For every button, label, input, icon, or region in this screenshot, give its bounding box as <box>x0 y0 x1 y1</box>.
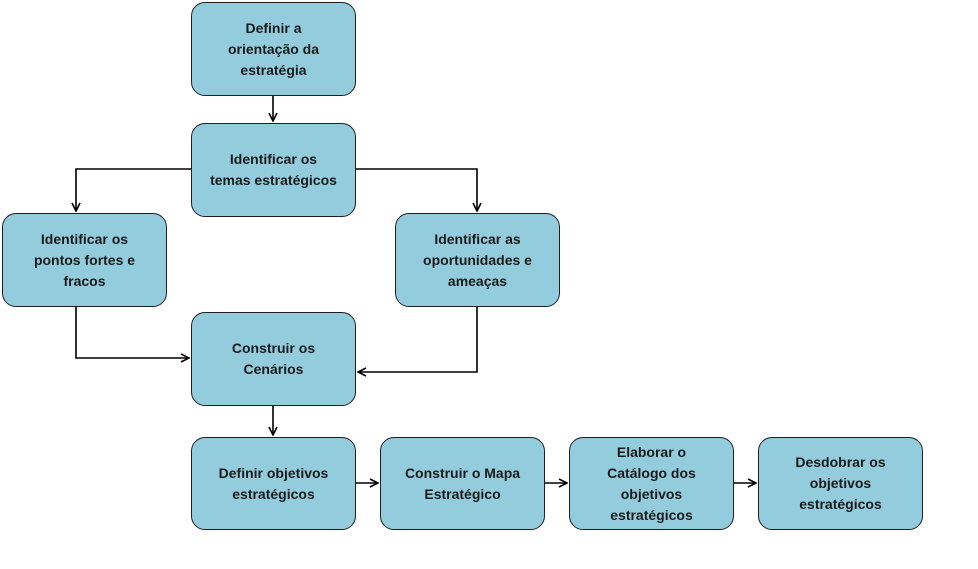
node-desdobrar-objetivos: Desdobrar os objetivos estratégicos <box>758 437 923 530</box>
node-identificar-oportunidades: Identificar as oportunidades e ameaças <box>395 213 560 307</box>
node-elaborar-catalogo: Elaborar o Catálogo dos objetivos estrat… <box>569 437 734 530</box>
node-label: Desdobrar os objetivos estratégicos <box>795 454 886 512</box>
node-label: Definir objetivos estratégicos <box>218 464 329 502</box>
arrow-pontos-to-cenarios <box>75 307 189 358</box>
arrow-temas-to-pontos <box>76 168 191 211</box>
node-identificar-pontos: Identificar os pontos fortes e fracos <box>2 213 167 307</box>
node-definir-orientacao: Definir a orientação da estratégia <box>191 2 356 96</box>
node-label: Definir a orientação da estratégia <box>227 19 320 78</box>
node-construir-cenarios: Construir os Cenários <box>191 312 356 406</box>
arrow-temas-to-oportunidades <box>356 168 477 211</box>
node-identificar-temas: Identificar os temas estratégicos <box>191 123 356 217</box>
node-label: Identificar os temas estratégicos <box>210 151 337 188</box>
node-construir-mapa: Construir o Mapa Estratégico <box>380 437 545 530</box>
node-label: Construir o Mapa Estratégico <box>404 464 521 502</box>
arrow-oportunidades-to-cenarios <box>358 307 478 372</box>
node-definir-objetivos: Definir objetivos estratégicos <box>191 437 356 530</box>
node-label: Identificar as oportunidades e ameaças <box>423 230 532 289</box>
node-label: Elaborar o Catálogo dos objetivos estrat… <box>607 443 696 523</box>
node-label: Identificar os pontos fortes e fracos <box>33 230 136 289</box>
node-label: Construir os Cenários <box>231 340 316 377</box>
